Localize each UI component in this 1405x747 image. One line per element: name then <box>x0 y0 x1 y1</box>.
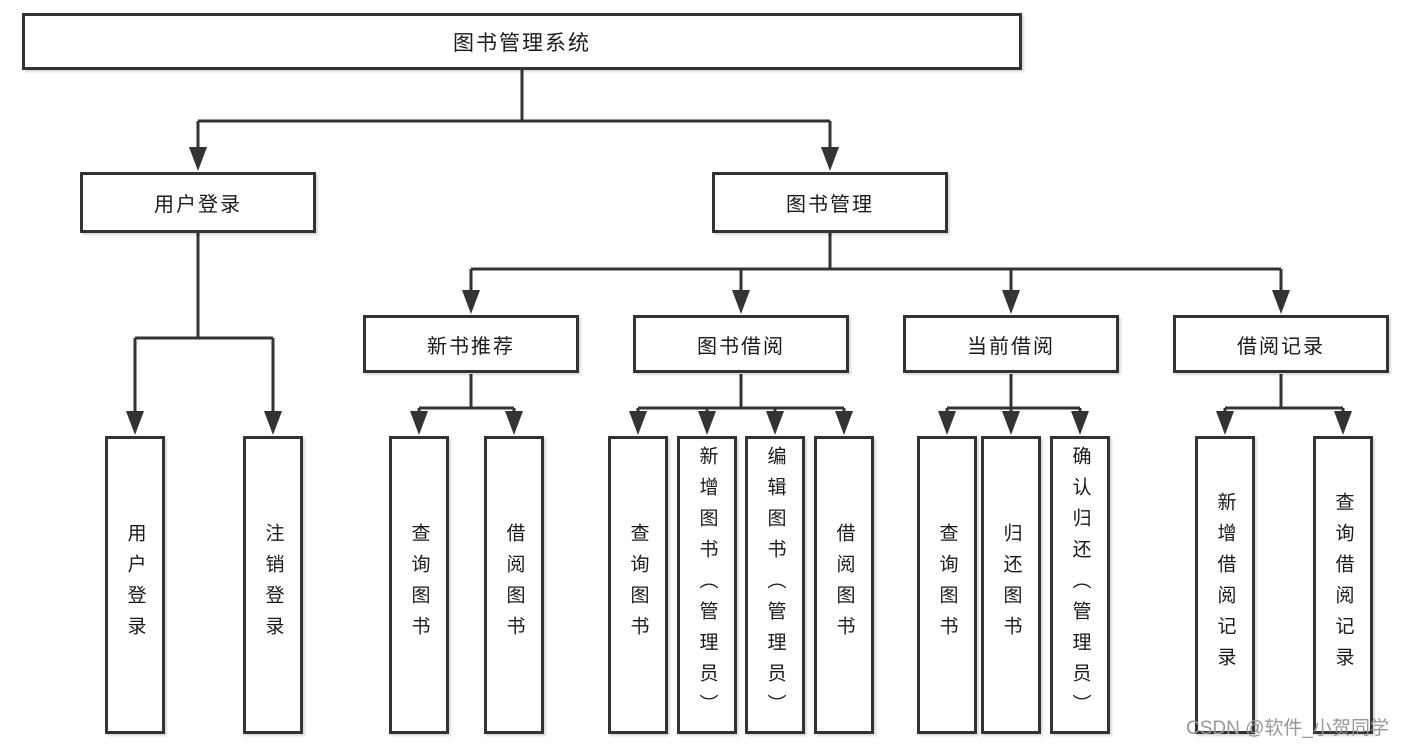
connector-book-borrowing <box>636 374 846 414</box>
connector-book-management <box>469 233 1283 292</box>
node-user-login: 用户登录 <box>80 172 316 233</box>
arrowhead <box>410 411 428 435</box>
leaf-query-books-borrowing: 查询图书 <box>608 436 668 734</box>
leaf-add-book-admin: 新增图书（管理员） <box>677 436 737 734</box>
leaf-borrow-books-borrowing: 借阅图书 <box>814 436 874 734</box>
arrowhead <box>1334 411 1352 435</box>
node-root-label: 图书管理系统 <box>453 31 591 55</box>
arrowhead <box>835 411 853 435</box>
leaf-logout-label: 注销登录 <box>262 523 284 647</box>
arrowhead <box>1002 411 1020 435</box>
leaf-borrow-books-borrowing-label: 借阅图书 <box>833 523 855 647</box>
leaf-return-books: 归还图书 <box>981 436 1041 734</box>
arrowhead <box>1272 290 1290 314</box>
node-new-book-recommend: 新书推荐 <box>363 315 579 373</box>
leaf-query-books-recommend: 查询图书 <box>389 436 449 734</box>
leaf-edit-book-admin: 编辑图书（管理员） <box>745 436 805 734</box>
leaf-query-borrow-record: 查询借阅记录 <box>1313 436 1373 734</box>
arrowhead <box>126 411 144 435</box>
csdn-watermark: CSDN @软件_小贺同学 <box>1186 718 1389 739</box>
leaf-add-book-admin-label: 新增图书（管理员） <box>696 445 718 725</box>
leaf-user-login-label: 用户登录 <box>124 523 146 647</box>
leaf-borrow-books-recommend: 借阅图书 <box>484 436 544 734</box>
connector-current-borrowing <box>945 374 1082 414</box>
arrowhead <box>1002 290 1020 314</box>
leaf-query-borrow-record-label: 查询借阅记录 <box>1332 492 1354 678</box>
node-borrowing-records: 借阅记录 <box>1173 315 1389 373</box>
arrowhead <box>264 411 282 435</box>
leaf-user-login: 用户登录 <box>105 436 165 734</box>
arrowhead <box>629 411 647 435</box>
arrowhead <box>938 411 956 435</box>
leaf-add-borrow-record-label: 新增借阅记录 <box>1214 492 1236 678</box>
leaf-query-books-current: 查询图书 <box>917 436 977 734</box>
arrowhead <box>1071 411 1089 435</box>
node-borrowing-records-label: 借阅记录 <box>1237 335 1325 358</box>
leaf-query-books-current-label: 查询图书 <box>936 523 958 647</box>
arrowhead <box>698 411 716 435</box>
connector-root <box>196 70 832 150</box>
connector-new-book-recommend <box>417 374 516 414</box>
arrowhead <box>462 290 480 314</box>
arrowhead <box>189 147 207 171</box>
leaf-confirm-return-admin: 确认归还（管理员） <box>1050 436 1110 734</box>
node-book-management: 图书管理 <box>712 172 948 233</box>
node-current-borrowing: 当前借阅 <box>903 315 1119 373</box>
arrowhead <box>766 411 784 435</box>
connector-user-login <box>133 233 275 413</box>
leaf-query-books-borrowing-label: 查询图书 <box>627 523 649 647</box>
node-book-borrowing: 图书借阅 <box>633 315 849 373</box>
arrowhead <box>1216 411 1234 435</box>
arrowhead <box>505 411 523 435</box>
leaf-edit-book-admin-label: 编辑图书（管理员） <box>764 445 786 725</box>
connector-borrowing-records <box>1223 374 1345 414</box>
leaf-logout: 注销登录 <box>243 436 303 734</box>
node-book-borrowing-label: 图书借阅 <box>697 335 785 358</box>
node-current-borrowing-label: 当前借阅 <box>967 335 1055 358</box>
leaf-borrow-books-recommend-label: 借阅图书 <box>503 523 525 647</box>
node-user-login-label: 用户登录 <box>154 194 242 216</box>
arrowhead <box>732 290 750 314</box>
arrowhead <box>821 147 839 171</box>
leaf-confirm-return-admin-label: 确认归还（管理员） <box>1069 445 1091 725</box>
leaf-add-borrow-record: 新增借阅记录 <box>1195 436 1255 734</box>
leaf-return-books-label: 归还图书 <box>1000 523 1022 647</box>
node-book-management-label: 图书管理 <box>786 194 874 216</box>
node-root: 图书管理系统 <box>22 13 1022 70</box>
node-new-book-recommend-label: 新书推荐 <box>427 335 515 358</box>
leaf-query-books-recommend-label: 查询图书 <box>408 523 430 647</box>
